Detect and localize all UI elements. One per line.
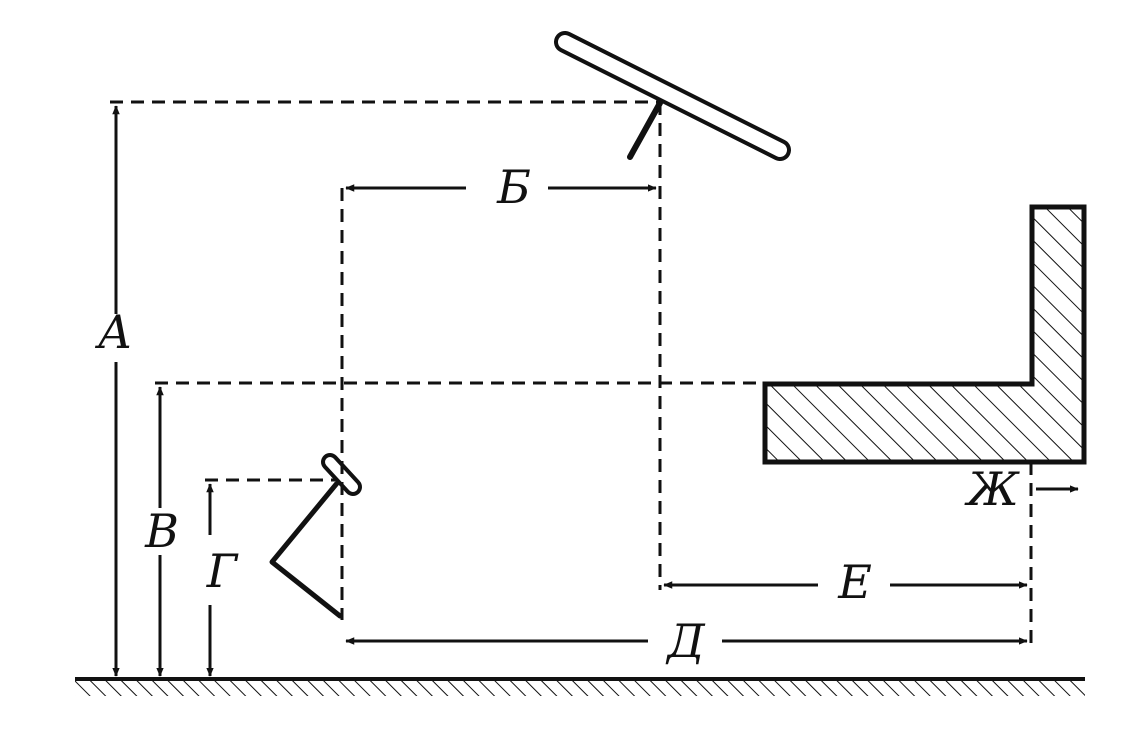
- dimension-a: А: [95, 105, 133, 677]
- label-g: Г: [206, 544, 239, 598]
- dimension-b: Б: [345, 160, 657, 214]
- label-v: В: [144, 504, 179, 558]
- pedal-icon: [269, 453, 362, 619]
- label-b: Б: [496, 160, 531, 214]
- label-d: Д: [665, 614, 706, 668]
- label-a: А: [95, 305, 133, 359]
- label-e: Е: [837, 555, 872, 609]
- seat-icon: [762, 204, 1087, 465]
- label-zh: Ж: [964, 462, 1020, 516]
- dimension-e: Е: [663, 555, 1028, 609]
- steering-wheel-icon: [554, 31, 791, 161]
- dimension-zh: Ж: [964, 462, 1079, 516]
- dimension-v: В: [144, 386, 179, 677]
- dimension-g: Г: [206, 483, 239, 677]
- reference-lines: [110, 100, 1033, 645]
- ground-hatch-icon: [75, 677, 1085, 696]
- dimension-d: Д: [345, 614, 1028, 668]
